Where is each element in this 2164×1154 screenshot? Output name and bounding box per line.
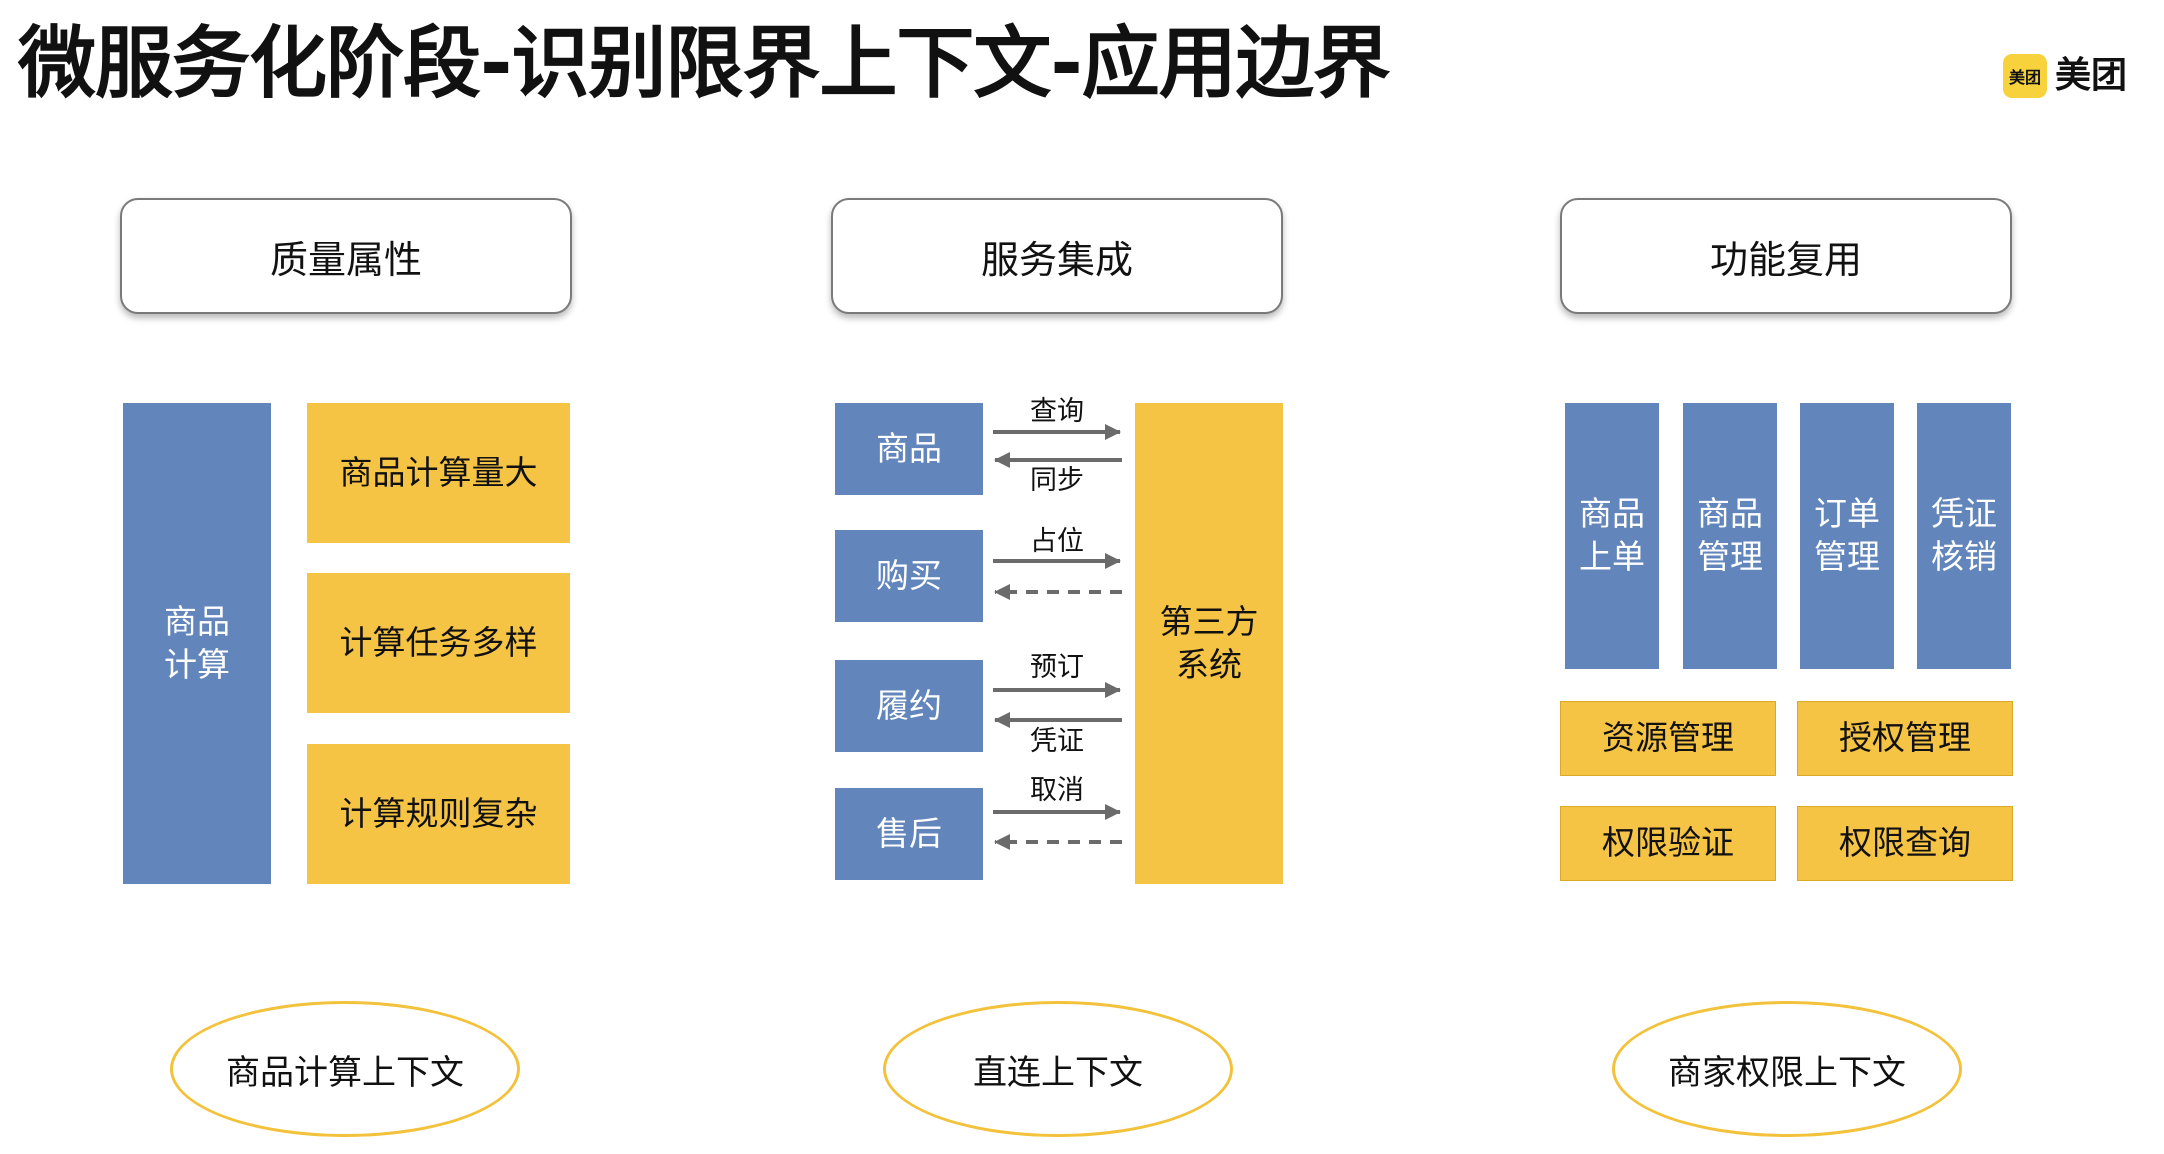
quality-item: 商品计算量大 <box>307 403 570 543</box>
function-block: 订单 管理 <box>1800 403 1894 669</box>
source-system-purchase: 购买 <box>835 530 983 622</box>
source-system-after-sales: 售后 <box>835 788 983 880</box>
meituan-logo-icon: 美团 <box>2003 54 2047 98</box>
context-ellipse-direct-connection: 直连上下文 <box>883 1001 1233 1137</box>
page-title: 微服务化阶段-识别限界上下文-应用边界 <box>18 19 1391 109</box>
logo-text: 美团 <box>2055 55 2128 96</box>
arrow-label-voucher: 凭证 <box>1030 726 1084 757</box>
context-ellipse-merchant-permission: 商家权限上下文 <box>1612 1001 1962 1137</box>
capability-block: 权限查询 <box>1797 806 2013 881</box>
header-function-reuse: 功能复用 <box>1560 198 2012 314</box>
capability-block: 权限验证 <box>1560 806 1776 881</box>
function-block: 凭证 核销 <box>1917 403 2011 669</box>
source-system-fulfillment: 履约 <box>835 660 983 752</box>
function-block: 商品 管理 <box>1683 403 1777 669</box>
arrow-label-reserve: 占位 <box>1030 526 1084 557</box>
function-block: 商品 上单 <box>1565 403 1659 669</box>
quality-item: 计算任务多样 <box>307 573 570 713</box>
context-ellipse-product-calculation: 商品计算上下文 <box>170 1001 520 1137</box>
source-system-product: 商品 <box>835 403 983 495</box>
third-party-system-block: 第三方 系统 <box>1135 403 1283 884</box>
quality-item: 计算规则复杂 <box>307 744 570 884</box>
arrow-label-book: 预订 <box>1030 652 1084 683</box>
capability-block: 资源管理 <box>1560 701 1776 776</box>
arrow-label-cancel: 取消 <box>1030 775 1084 806</box>
header-service-integration: 服务集成 <box>831 198 1283 314</box>
header-quality-attributes: 质量属性 <box>120 198 572 314</box>
arrow-label-query: 查询 <box>1030 396 1084 427</box>
arrow-label-sync: 同步 <box>1030 465 1084 496</box>
capability-block: 授权管理 <box>1797 701 2013 776</box>
product-calculation-block: 商品 计算 <box>123 403 271 884</box>
